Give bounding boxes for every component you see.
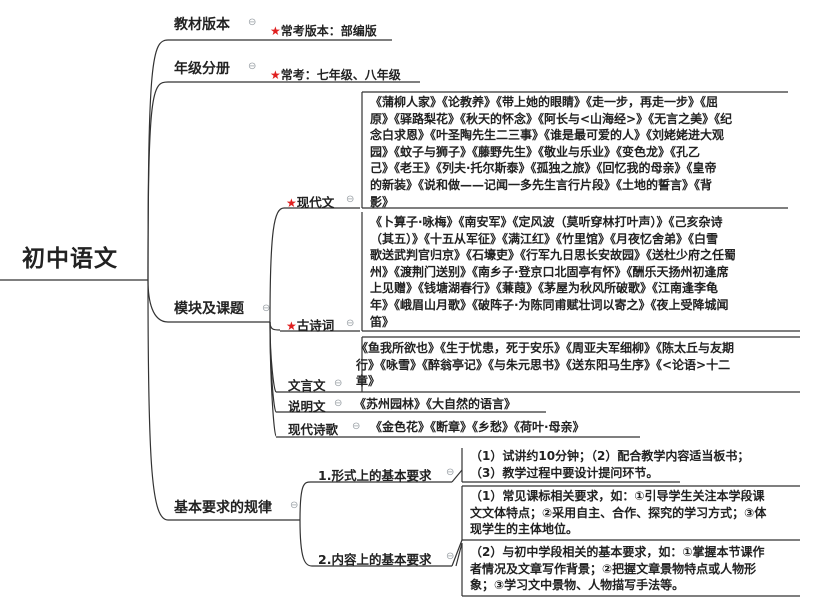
collapse-icon[interactable]: ⊖ [346,318,355,329]
content-requirements-item-2: （2）与初中学段相关的基本要求，如：①掌握本节课作 者情况及文章写作背景；②把握… [470,544,765,594]
text-line: （1）试讲约10分钟；（2）配合教学内容适当板书； [470,449,750,463]
collapse-icon[interactable]: ⊖ [334,398,343,409]
node-expository[interactable]: 说明文 [288,399,326,414]
text-line: 笛》 [370,314,395,329]
text-line: 州》《渡荆门送别》《南乡子·登京口北固亭有怀》《酬乐天扬州初逢席 [370,264,729,279]
node-rules[interactable]: 基本要求的规律 [174,500,272,516]
node-modern-poetry[interactable]: 现代诗歌 [288,422,339,437]
collapse-icon[interactable]: ⊖ [446,467,455,478]
text-line: 现学生的主体地位。 [470,522,579,537]
collapse-icon[interactable]: ⊖ [346,194,355,205]
star-icon: ★ [270,24,281,38]
star-icon: ★ [286,319,297,333]
collapse-icon[interactable]: ⊖ [352,421,361,432]
collapse-icon[interactable]: ⊖ [248,17,257,28]
expository-list: 《苏州园林》《大自然的语言》 [354,397,517,411]
node-modules[interactable]: 模块及课题 [174,301,244,317]
text-line: （其五）》《十五从军征》《满江红》《竹里馆》《月夜忆舍弟》《白雪 [370,231,719,246]
text-line: 《卜算子·咏梅》《南安军》《定风波（莫听穿林打叶声）》《己亥杂诗 [370,215,723,229]
text-line: （2）与初中学段相关的基本要求，如：①掌握本节课作 [470,545,765,559]
text-line: 念白求恩》《叶圣陶先生二三事》《谁是最可爱的人》《刘姥姥进大观 [370,128,725,143]
text-line: （1）常见课标相关要求，如：①引导学生关注本学段课 [470,489,765,503]
collapse-icon[interactable]: ⊖ [334,378,343,389]
text-line: （3）教学过程中要设计提问环节。 [470,465,659,480]
collapse-icon[interactable]: ⊖ [248,61,257,72]
ancient-poetry-list: 《卜算子·咏梅》《南安军》《定风波（莫听穿林打叶声）》《己亥杂诗 （其五）》《十… [370,214,736,330]
modern-prose-list: 《蒲柳人家》《论教养》《带上她的眼睛》《走一步，再走一步》《屈 原》《驿路梨花》… [370,94,732,210]
text-line: 者情况及文章写作背景；②把握文章景物特点或人物形 [470,561,757,576]
node-modern-prose[interactable]: ★现代文 [286,195,335,210]
node-edition[interactable]: 教材版本 [174,17,230,33]
text-line: 章》 [356,374,381,389]
text-line: 年》《峨眉山月歌》《破阵子·为陈同甫赋壮词以寄之》《夜上受降城闻 [370,297,729,312]
text-line: 行》《咏雪》《醉翁亭记》《与朱元思书》《送东阳马生序》《<论语>十二 [356,357,731,372]
star-icon: ★ [286,196,297,210]
form-requirements-text: （1）试讲约10分钟；（2）配合教学内容适当板书； （3）教学过程中要设计提问环… [470,448,749,481]
collapse-icon[interactable]: ⊖ [262,303,271,314]
text-line: 影》 [370,194,395,209]
collapse-icon[interactable]: ⊖ [290,500,299,511]
root-topic[interactable]: 初中语文 [22,245,118,272]
node-classical-chinese[interactable]: 文言文 [288,378,326,393]
node-form-requirements[interactable]: 1.形式上的基本要求 [318,468,432,483]
text-line: 上见赠》《钱塘湖春行》《蒹葭》《茅屋为秋风所破歌》《江南逢李龟 [370,281,719,296]
text-line: 己》《老王》《列夫·托尔斯泰》《孤独之旅》《回忆我的母亲》《皇帝 [370,161,717,176]
content-requirements-item-1: （1）常见课标相关要求，如：①引导学生关注本学段课 文文体特点；②采用自主、合作… [470,488,766,538]
text-line: 《鱼我所欲也》《生于忧患，死于安乐》《周亚夫军细柳》《陈太丘与友期 [356,341,735,355]
text-line: 文文体特点；②采用自主、合作、探究的学习方式；③体 [470,505,767,520]
star-icon: ★ [270,68,281,82]
classical-chinese-list: 《鱼我所欲也》《生于忧患，死于安乐》《周亚夫军细柳》《陈太丘与友期 行》《咏雪》… [356,340,734,390]
text-line: 象；③学习文中景物、人物描写手法等。 [470,578,685,593]
collapse-icon[interactable]: ⊖ [446,551,455,562]
modern-poetry-list: 《金色花》《断章》《乡愁》《荷叶·母亲》 [370,420,585,434]
text-line: 歌送武判官归京》《石壕吏》《行军九日思长安故园》《送杜少府之任蜀 [370,248,737,263]
grade-detail[interactable]: ★常考：七年级、八年级 [270,68,401,82]
text-line: 的新装》《说和做——记闻一多先生言行片段》《土地的誓言》《背 [370,177,713,192]
text-line: 原》《驿路梨花》《秋天的怀念》《阿长与<山海经>》《无言之美》《纪 [370,111,733,126]
node-content-requirements[interactable]: 2.内容上的基本要求 [318,552,432,567]
edition-detail[interactable]: ★常考版本：部编版 [270,24,377,38]
node-ancient-poetry[interactable]: ★古诗词 [286,318,335,333]
node-grade[interactable]: 年级分册 [174,61,230,77]
text-line: 园》《蚊子与狮子》《藤野先生》《敬业与乐业》《变色龙》《孔乙 [370,144,701,159]
text-line: 《蒲柳人家》《论教养》《带上她的眼睛》《走一步，再走一步》《屈 [370,95,719,109]
